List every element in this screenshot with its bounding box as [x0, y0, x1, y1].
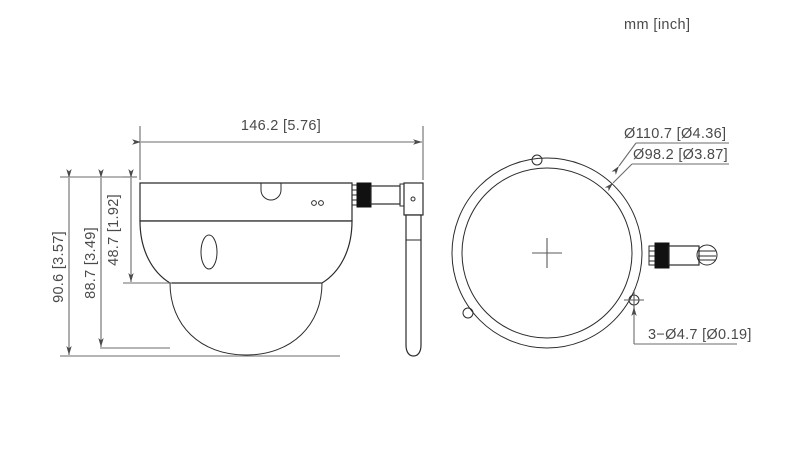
antenna-side: [403, 182, 424, 357]
outer-circle: [451, 157, 643, 349]
dimension-total-height: 90.6 [3.57]: [51, 169, 340, 357]
dimension-total-height-label: 90.6 [3.57]: [51, 231, 67, 303]
inner-circle: [461, 167, 633, 339]
dimension-width: 146.2 [5.76]: [132, 118, 424, 180]
dimension-inner-diameter: Ø98.2 [Ø3.87]: [604, 147, 729, 192]
front-circular-view: Ø110.7 [Ø4.36] Ø98.2 [Ø3.87] 3−Ø4.7 [Ø0.…: [451, 126, 752, 349]
mounting-hole-left: [462, 307, 474, 319]
dimension-mounting-holes-label: 3−Ø4.7 [Ø0.19]: [648, 327, 752, 343]
center-mark: [532, 238, 562, 268]
connector-side: [351, 182, 405, 208]
mounting-hole-top: [531, 154, 543, 166]
camera-body-side: [139, 182, 353, 356]
connector-front: [648, 242, 718, 269]
dimension-inner-diameter-label: Ø98.2 [Ø3.87]: [633, 147, 728, 163]
dimension-outer-diameter-label: Ø110.7 [Ø4.36]: [624, 126, 726, 142]
dimension-top-section-height-label: 48.7 [1.92]: [106, 194, 122, 266]
dimension-body-height-label: 88.7 [3.49]: [83, 227, 99, 299]
dimension-width-label: 146.2 [5.76]: [241, 118, 321, 134]
mounting-hole-right: [624, 290, 644, 310]
dimension-mounting-holes: 3−Ø4.7 [Ø0.19]: [631, 307, 752, 345]
unit-note-label: mm [inch]: [624, 17, 691, 33]
dimension-top-section-height: 48.7 [1.92]: [106, 169, 172, 284]
side-elevation-view: 146.2 [5.76] 90.6 [3.57] 88.7 [3.49]: [51, 118, 424, 357]
dimension-outer-diameter: Ø110.7 [Ø4.36]: [611, 126, 729, 175]
